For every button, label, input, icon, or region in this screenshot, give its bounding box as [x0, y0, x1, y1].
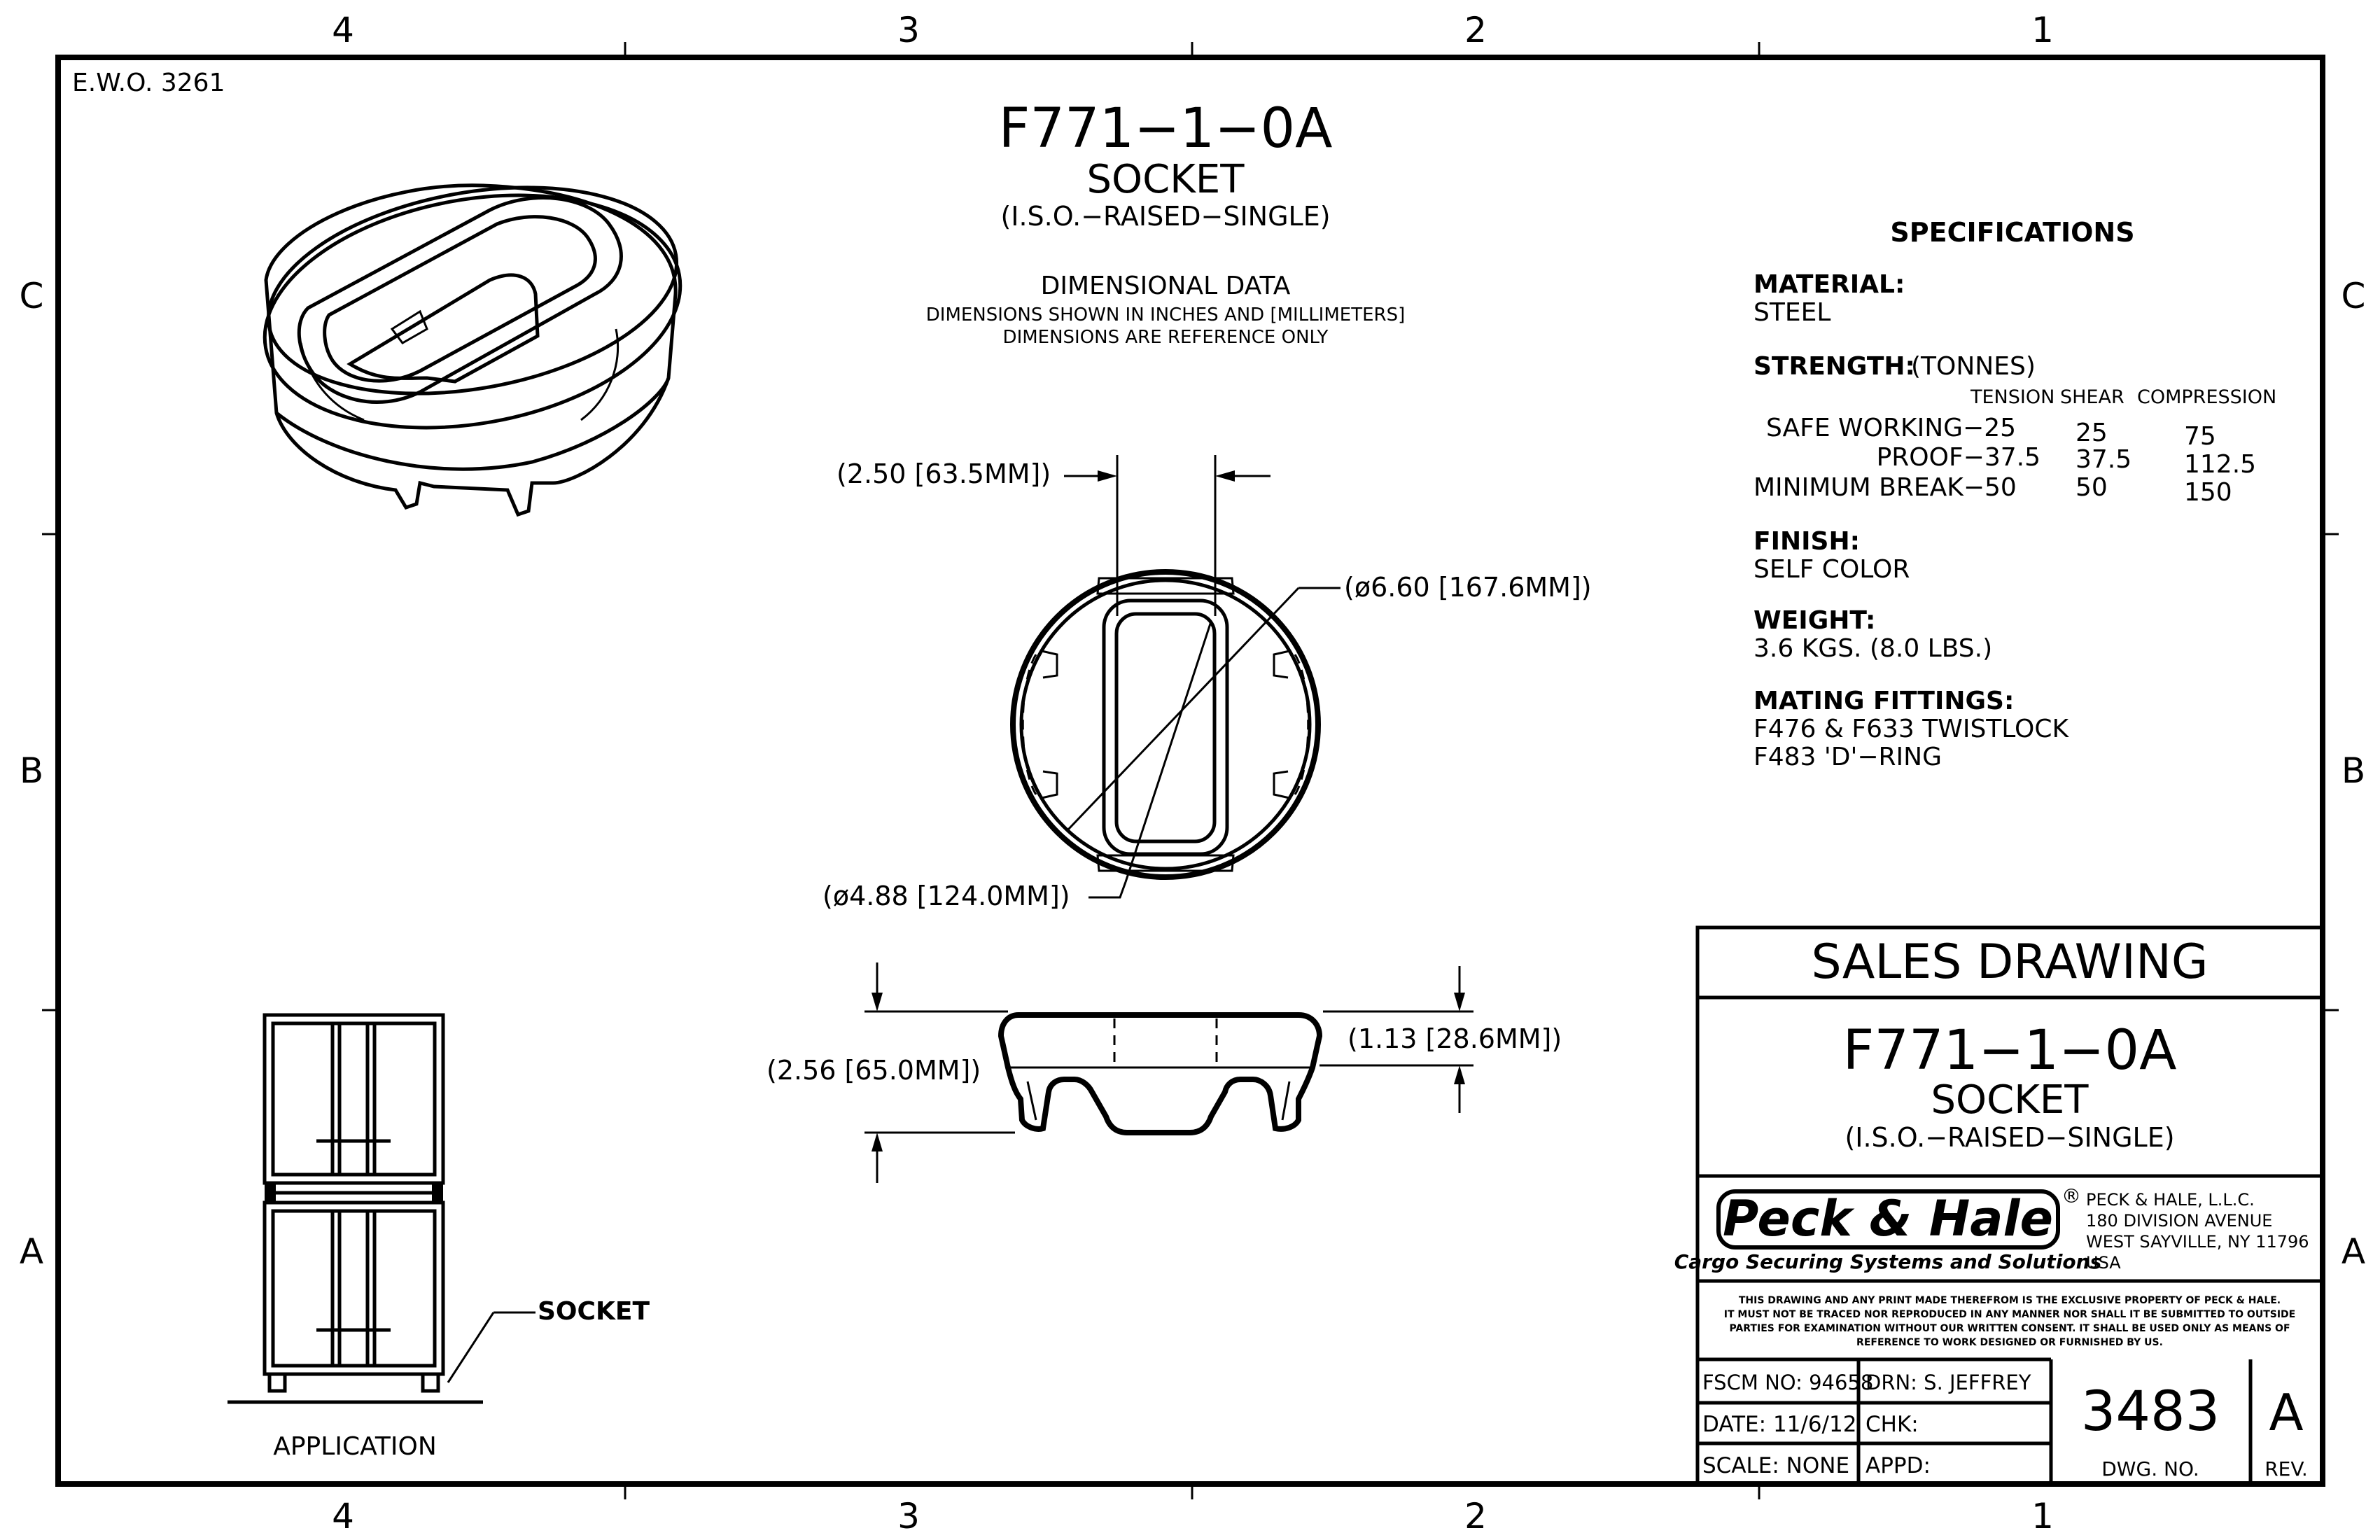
zone-labels: 4 3 2 1 4 3 2 1 C B A C B A — [20, 10, 2366, 1536]
spec-col-shear: SHEAR — [2060, 386, 2124, 408]
header-desc: (I.S.O.−RAISED−SINGLE) — [1000, 201, 1330, 232]
spec-finish: SELF COLOR — [1754, 555, 1910, 584]
logo-registered: ® — [2062, 1184, 2081, 1208]
header-name: SOCKET — [1086, 157, 1245, 202]
spec-material: STEEL — [1754, 298, 1830, 327]
side-view: (2.56 [65.0MM]) (1.13 [28.6MM]) — [766, 962, 1562, 1183]
zone-bottom-3: 3 — [897, 1496, 920, 1536]
title-block: SALES DRAWING F771−1−0A SOCKET (I.S.O.−R… — [1674, 925, 2325, 1486]
tb-drawn-by: DRN: S. JEFFREY — [1865, 1371, 2031, 1394]
spec-col-compression: COMPRESSION — [2137, 386, 2276, 408]
logo-tagline: Cargo Securing Systems and Solutions — [1674, 1250, 2102, 1273]
notice-line-2: IT MUST NOT BE TRACED NOR REPRODUCED IN … — [1724, 1309, 2295, 1320]
tb-rev-label: REV. — [2264, 1457, 2308, 1480]
dim-note-2: DIMENSIONS ARE REFERENCE ONLY — [1003, 327, 1329, 348]
spec-material-label: MATERIAL: — [1754, 270, 1905, 299]
spec-row-safe-comp: 75 — [2184, 422, 2216, 451]
dim-inner-dia-label: (ø4.88 [124.0MM]) — [822, 881, 1070, 911]
tb-checked: CHK: — [1865, 1412, 1919, 1437]
dim-note-1: DIMENSIONS SHOWN IN INCHES AND [MILLIMET… — [926, 304, 1405, 326]
tb-approved: APPD: — [1865, 1453, 1931, 1478]
tb-dwg-number: 3483 — [2081, 1380, 2220, 1443]
zone-right-a: A — [2342, 1231, 2365, 1272]
spec-row-break-label: MINIMUM BREAK−50 — [1754, 473, 2017, 502]
spec-strength-label: STRENGTH: — [1754, 352, 1915, 381]
spec-row-proof-shear: 37.5 — [2076, 445, 2132, 474]
notice-line-4: REFERENCE TO WORK DESIGNED OR FURNISHED … — [1856, 1337, 2163, 1348]
spec-row-proof-comp: 112.5 — [2184, 450, 2256, 479]
address-line-2: 180 DIVISION AVENUE — [2086, 1211, 2272, 1231]
dim-height-label: (2.56 [65.0MM]) — [766, 1055, 981, 1086]
header-part-number: F771−1−0A — [998, 97, 1332, 160]
zone-top-3: 3 — [897, 10, 920, 50]
plan-view — [1010, 569, 1340, 899]
zone-top-1: 1 — [2031, 10, 2054, 50]
zone-bottom-1: 1 — [2031, 1496, 2054, 1536]
company-logo: Peck & Hale ® Cargo Securing Systems and… — [1674, 1184, 2102, 1273]
tb-desc: (I.S.O.−RAISED−SINGLE) — [1844, 1122, 2174, 1153]
zone-top-2: 2 — [1464, 10, 1487, 50]
spec-mating-2: F483 'D'−RING — [1754, 743, 1942, 771]
address-line-4: USA — [2086, 1253, 2121, 1273]
sheet-border — [55, 55, 2325, 1487]
spec-weight-label: WEIGHT: — [1754, 606, 1875, 635]
spec-strength-unit: (TONNES) — [1911, 352, 2036, 381]
spec-title: SPECIFICATIONS — [1890, 217, 2134, 248]
zone-bottom-2: 2 — [1464, 1496, 1487, 1536]
tb-dwg-label: DWG. NO. — [2101, 1457, 2199, 1480]
zone-bottom-4: 4 — [332, 1496, 354, 1536]
zone-left-c: C — [20, 276, 44, 316]
ewo-number: E.W.O. 3261 — [72, 69, 225, 97]
spec-mating-label: MATING FITTINGS: — [1754, 687, 2014, 715]
zone-top-4: 4 — [332, 10, 354, 50]
spec-mating-1: F476 & F633 TWISTLOCK — [1754, 715, 2070, 743]
application-callout: SOCKET — [538, 1297, 650, 1326]
spec-row-safe-label: SAFE WORKING−25 — [1766, 414, 2016, 442]
specifications: SPECIFICATIONS MATERIAL: STEEL STRENGTH:… — [1754, 217, 2276, 771]
tb-fscm: FSCM NO: 94658 — [1702, 1371, 1873, 1394]
tb-sales-drawing: SALES DRAWING — [1811, 934, 2208, 990]
isometric-socket-view — [262, 183, 682, 517]
dim-title: DIMENSIONAL DATA — [1041, 272, 1291, 300]
spec-row-break-shear: 50 — [2076, 473, 2108, 502]
notice-line-3: PARTIES FOR EXAMINATION WITHOUT OUR WRIT… — [1729, 1323, 2290, 1334]
dim-outer-dia-label: (ø6.60 [167.6MM]) — [1344, 572, 1592, 603]
zone-left-a: A — [20, 1231, 43, 1272]
zone-right-c: C — [2342, 276, 2366, 316]
tb-rev: A — [2269, 1383, 2303, 1442]
logo-text: Peck & Hale — [1723, 1190, 2053, 1247]
spec-col-tension: TENSION — [1970, 386, 2054, 408]
spec-row-proof-label: PROOF−37.5 — [1877, 443, 2040, 472]
spec-row-break-comp: 150 — [2184, 478, 2232, 507]
application-view: SOCKET APPLICATION — [227, 1013, 650, 1461]
zone-ticks — [42, 42, 2339, 1499]
address-line-3: WEST SAYVILLE, NY 11796 — [2086, 1232, 2309, 1252]
spec-row-safe-shear: 25 — [2076, 419, 2108, 447]
spec-finish-label: FINISH: — [1754, 527, 1860, 556]
address-line-1: PECK & HALE, L.L.C. — [2086, 1190, 2255, 1210]
zone-left-b: B — [20, 750, 43, 791]
notice-line-1: THIS DRAWING AND ANY PRINT MADE THEREFRO… — [1739, 1295, 2281, 1306]
dim-top-height-label: (1.13 [28.6MM]) — [1348, 1023, 1562, 1054]
spec-weight: 3.6 KGS. (8.0 LBS.) — [1754, 634, 1992, 663]
zone-right-b: B — [2342, 750, 2365, 791]
dim-width-label: (2.50 [63.5MM]) — [836, 458, 1051, 489]
tb-name: SOCKET — [1931, 1077, 2089, 1123]
header: F771−1−0A SOCKET (I.S.O.−RAISED−SINGLE) … — [926, 97, 1405, 348]
tb-date: DATE: 11/6/12 — [1702, 1412, 1856, 1437]
width-dimension: (2.50 [63.5MM]) (ø6.60 [167.6MM]) (ø4.88… — [822, 455, 1592, 911]
tb-part-number: F771−1−0A — [1842, 1019, 2176, 1082]
tb-scale: SCALE: NONE — [1702, 1453, 1849, 1478]
application-caption: APPLICATION — [273, 1432, 437, 1461]
